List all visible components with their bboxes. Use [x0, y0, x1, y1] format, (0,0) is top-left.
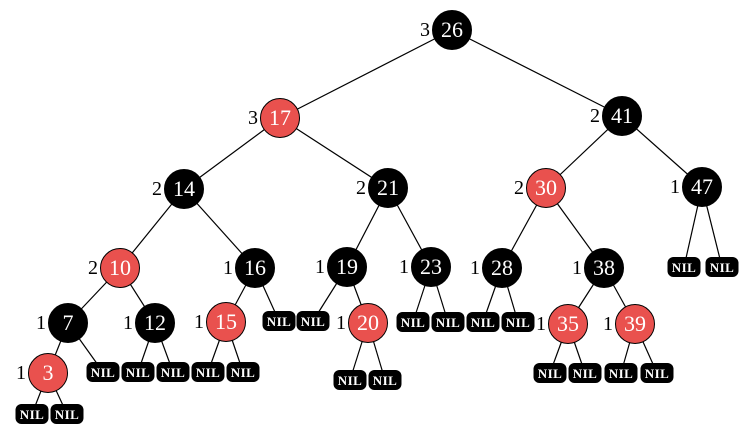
- nil-leaf-nil17: NIL: [568, 363, 602, 383]
- nil-leaf-nil18: NIL: [604, 363, 638, 383]
- black-height-label-23: 1: [399, 256, 409, 278]
- black-height-label-10: 2: [88, 257, 98, 279]
- black-height-label-3: 1: [16, 362, 26, 384]
- nil-leaf-nil3: NIL: [396, 312, 430, 332]
- nil-leaf-nil15: NIL: [368, 370, 402, 390]
- black-height-label-39: 1: [603, 313, 613, 335]
- nil-leaf-nil6: NIL: [501, 312, 535, 332]
- tree-node-3: 3: [28, 353, 68, 393]
- black-height-label-28: 1: [470, 257, 480, 279]
- tree-edge: [451, 29, 623, 117]
- tree-node-20: 20: [348, 303, 388, 343]
- black-height-label-30: 2: [514, 177, 524, 199]
- tree-node-38: 38: [584, 248, 624, 288]
- nil-leaf-nil19: NIL: [640, 363, 674, 383]
- black-height-label-26: 3: [420, 19, 430, 41]
- nil-leaf-nil10: NIL: [121, 362, 155, 382]
- black-height-label-7: 1: [36, 312, 46, 334]
- black-height-label-35: 1: [536, 313, 546, 335]
- black-height-label-38: 1: [572, 257, 582, 279]
- nil-leaf-nil20: NIL: [15, 404, 49, 424]
- nil-leaf-nil5: NIL: [466, 312, 500, 332]
- tree-node-15: 15: [206, 302, 246, 342]
- nil-leaf-nil8: NIL: [705, 257, 739, 277]
- nil-leaf-nil7: NIL: [667, 257, 701, 277]
- black-height-label-19: 1: [315, 256, 325, 278]
- black-height-label-20: 1: [336, 312, 346, 334]
- nil-leaf-nil11: NIL: [156, 362, 190, 382]
- tree-node-10: 10: [100, 248, 140, 288]
- tree-node-19: 19: [327, 247, 367, 287]
- tree-node-39: 39: [615, 304, 655, 344]
- nil-leaf-nil2: NIL: [296, 311, 330, 331]
- tree-node-41: 41: [602, 96, 642, 136]
- nil-leaf-nil13: NIL: [226, 362, 260, 382]
- tree-node-26: 26: [432, 10, 472, 50]
- tree-node-7: 7: [48, 303, 88, 343]
- nil-leaf-nil21: NIL: [50, 404, 84, 424]
- tree-node-14: 14: [164, 169, 204, 209]
- nil-leaf-nil9: NIL: [86, 362, 120, 382]
- black-height-label-17: 3: [248, 107, 258, 129]
- black-height-label-41: 2: [590, 105, 600, 127]
- nil-leaf-nil12: NIL: [191, 362, 225, 382]
- tree-node-21: 21: [368, 168, 408, 208]
- tree-node-47: 47: [682, 167, 722, 207]
- nil-leaf-nil1: NIL: [262, 311, 296, 331]
- tree-node-23: 23: [411, 247, 451, 287]
- black-height-label-14: 2: [152, 178, 162, 200]
- tree-node-16: 16: [235, 248, 275, 288]
- black-height-label-21: 2: [356, 177, 366, 199]
- black-height-label-47: 1: [670, 176, 680, 198]
- tree-node-30: 30: [526, 168, 566, 208]
- tree-node-17: 17: [260, 98, 300, 138]
- nil-leaf-nil16: NIL: [533, 363, 567, 383]
- tree-node-35: 35: [548, 304, 588, 344]
- nil-leaf-nil4: NIL: [431, 312, 465, 332]
- tree-edge: [279, 117, 389, 189]
- tree-node-12: 12: [135, 303, 175, 343]
- black-height-label-15: 1: [194, 311, 204, 333]
- nil-leaf-nil14: NIL: [333, 370, 367, 390]
- black-height-label-12: 1: [123, 312, 133, 334]
- tree-node-28: 28: [482, 248, 522, 288]
- black-height-label-16: 1: [223, 257, 233, 279]
- tree-edge: [279, 29, 453, 119]
